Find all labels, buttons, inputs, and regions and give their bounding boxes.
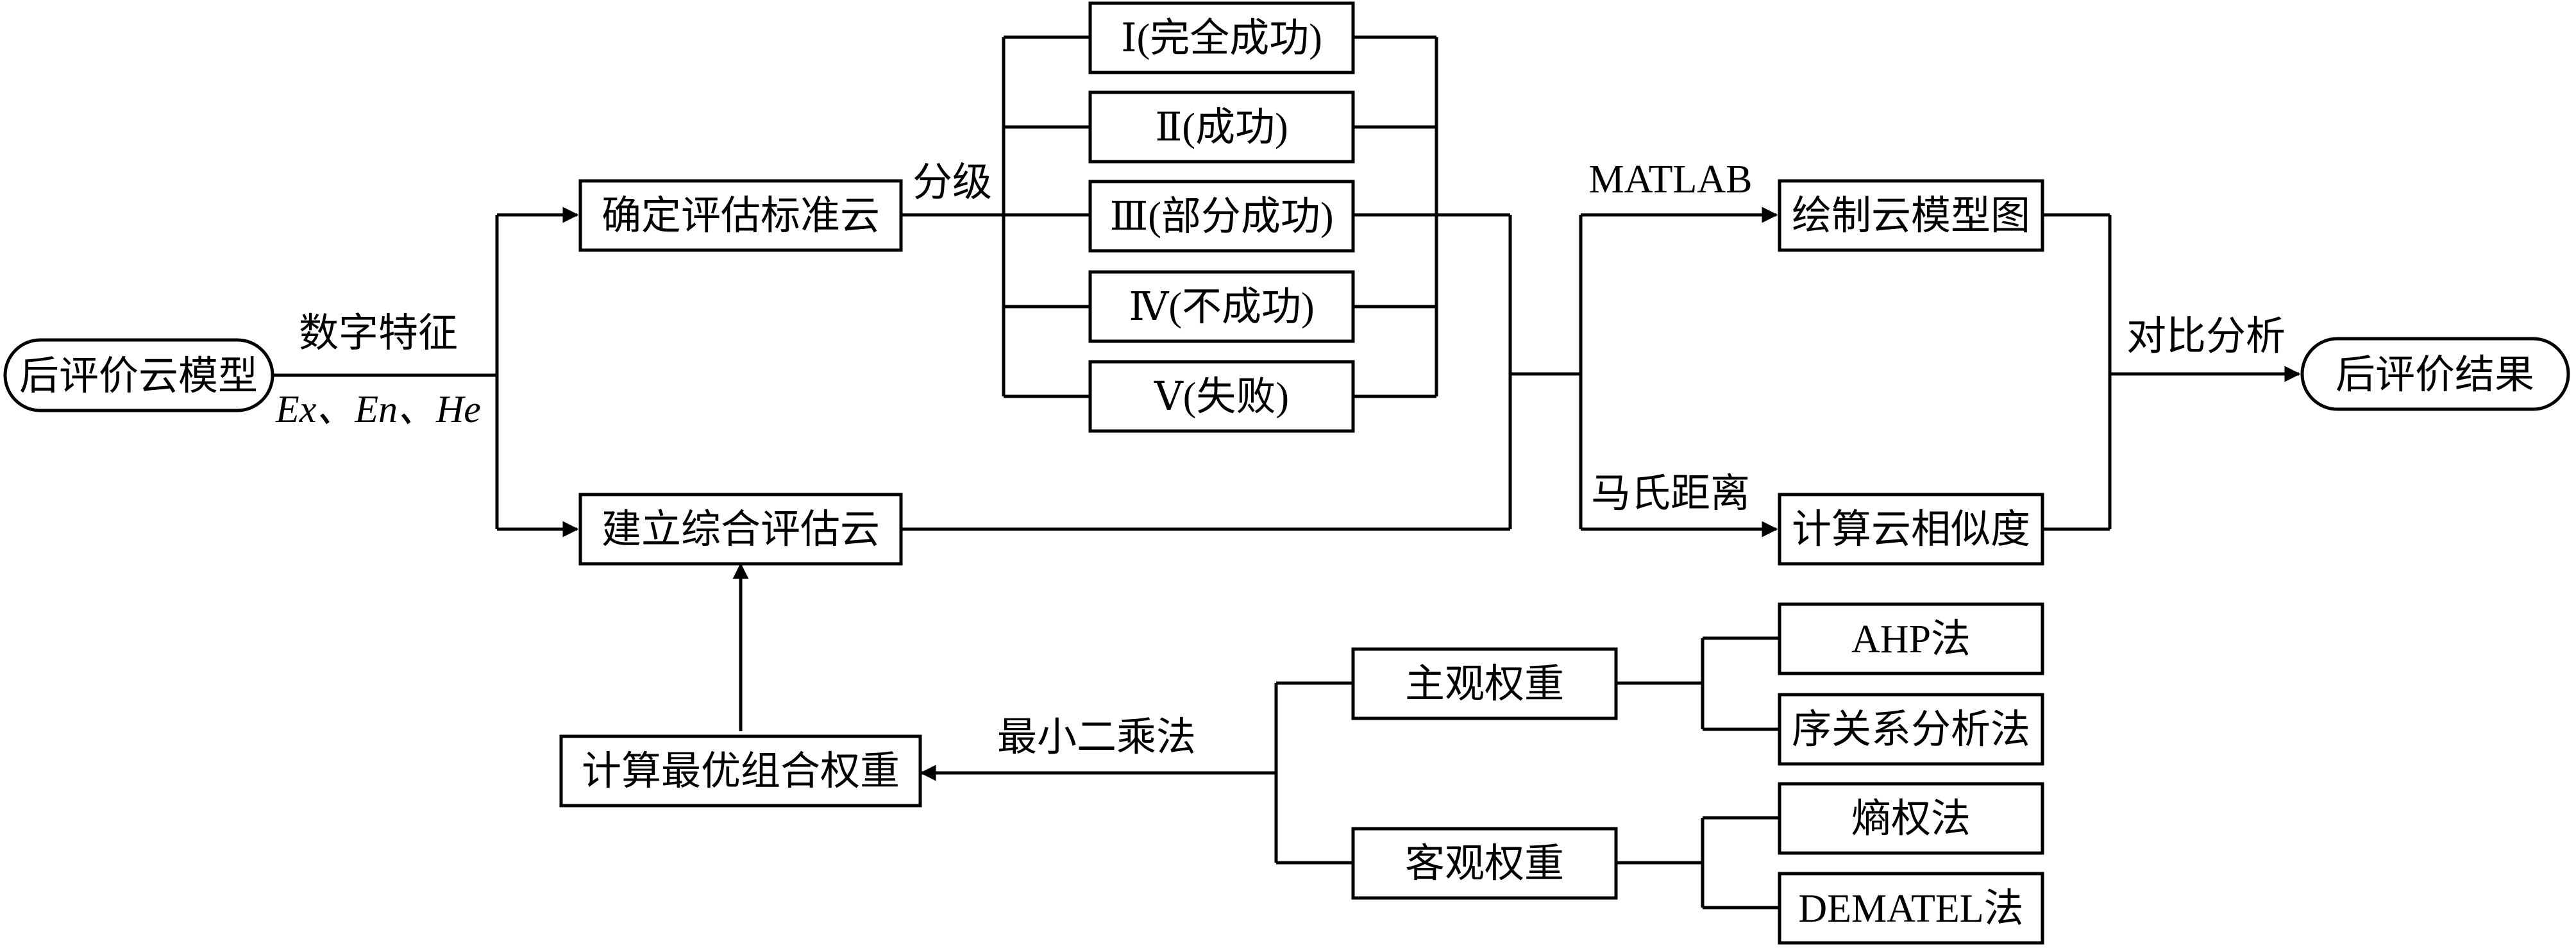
node-order-relation-label: 序关系分析法 [1792,708,2030,752]
node-start-label: 后评价云模型 [19,355,258,398]
node-result-label: 后评价结果 [2336,353,2534,397]
node-start: 后评价云模型 [3,338,274,412]
label-least-squares: 最小二乘法 [997,716,1196,759]
node-subjective-weight-label: 主观权重 [1405,663,1564,706]
label-numeric-features: 数字特征 [299,312,458,355]
node-ahp: AHP法 [1778,602,2044,675]
node-grade-5-label: Ⅴ(失败) [1154,375,1289,419]
node-grade-3-label: Ⅲ(部分成功) [1109,195,1333,239]
node-order-relation: 序关系分析法 [1778,693,2044,766]
node-result: 后评价结果 [2300,337,2570,411]
node-grade-2: Ⅱ(成功) [1088,90,1355,164]
node-standard-cloud: 确定评估标准云 [578,179,903,252]
connectors [273,35,2301,910]
node-entropy: 熵权法 [1778,782,2044,855]
node-grade-4: Ⅳ(不成功) [1088,270,1355,343]
node-dematel: DEMATEL法 [1778,872,2044,945]
node-grade-2-label: Ⅱ(成功) [1155,106,1288,149]
node-comprehensive-cloud-label: 建立综合评估云 [602,508,880,552]
node-similarity: 计算云相似度 [1778,493,2044,566]
label-ex-en-he: Ex、En、He [275,388,481,430]
node-standard-cloud-label: 确定评估标准云 [602,194,880,238]
node-grade-5: Ⅴ(失败) [1088,360,1355,433]
node-optimal-weight: 计算最优组合权重 [559,734,922,808]
node-grade-4-label: Ⅳ(不成功) [1129,285,1314,329]
node-draw-cloud-label: 绘制云模型图 [1792,194,2030,238]
node-optimal-weight-label: 计算最优组合权重 [582,750,900,793]
node-draw-cloud: 绘制云模型图 [1778,179,2044,252]
label-matlab: MATLAB [1589,158,1753,201]
node-grade-3: Ⅲ(部分成功) [1088,180,1355,253]
node-grade-1: Ⅰ(完全成功) [1088,1,1355,74]
node-comprehensive-cloud: 建立综合评估云 [578,493,903,566]
node-subjective-weight: 主观权重 [1351,647,1618,720]
node-objective-weight: 客观权重 [1351,827,1618,900]
label-compare-analysis: 对比分析 [2126,315,2286,359]
node-similarity-label: 计算云相似度 [1792,508,2030,552]
node-entropy-label: 熵权法 [1851,797,1971,841]
label-mahalanobis: 马氏距离 [1591,472,1750,516]
node-objective-weight-label: 客观权重 [1405,842,1564,886]
node-ahp-label: AHP法 [1851,618,1971,661]
node-grade-1-label: Ⅰ(完全成功) [1121,17,1322,60]
node-dematel-label: DEMATEL法 [1798,887,2023,931]
label-grading: 分级 [913,161,992,205]
